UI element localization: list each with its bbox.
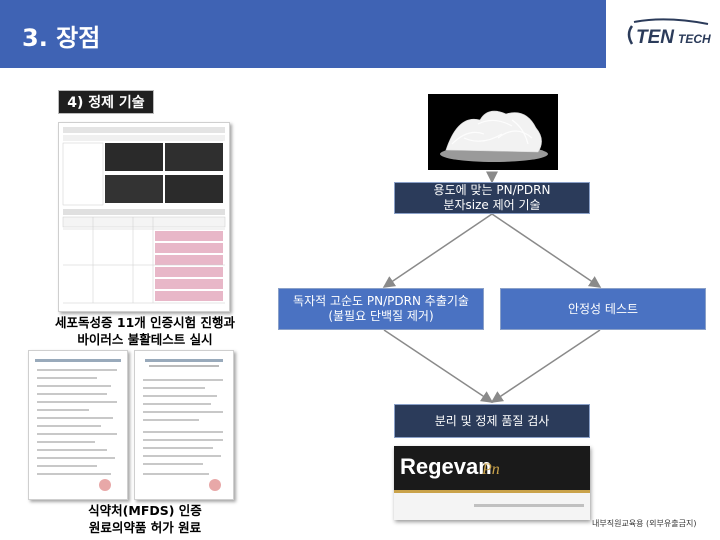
product-image: Regevan Pn bbox=[394, 446, 590, 520]
page-title: 3. 장점 bbox=[22, 24, 101, 52]
caption-line: 식약처(MFDS) 인증 bbox=[88, 503, 202, 518]
mfds-caption: 식약처(MFDS) 인증 원료의약품 허가 원료 bbox=[40, 502, 250, 536]
cytotoxicity-test-document-image bbox=[58, 122, 230, 312]
svg-text:TECH: TECH bbox=[678, 32, 711, 46]
cytotoxicity-caption: 세포독성증 11개 인증시험 진행과 바이러스 불활테스트 실시 bbox=[40, 314, 250, 348]
section-badge: 4) 정제 기술 bbox=[58, 90, 154, 114]
flow-text: 용도에 맞는 PN/PDRN bbox=[433, 183, 551, 197]
caption-line: 바이러스 불활테스트 실시 bbox=[77, 332, 213, 347]
flow-text: 분리 및 정제 품질 검사 bbox=[434, 413, 550, 428]
flow-text: (불필요 단백질 제거) bbox=[328, 309, 434, 323]
product-brand: Regevan bbox=[400, 454, 492, 479]
flow-text: 분자size 제어 기술 bbox=[443, 198, 541, 212]
flow-qc: 분리 및 정제 품질 검사 bbox=[394, 404, 590, 438]
flow-text: 독자적 고순도 PN/PDRN 추출기술 bbox=[293, 294, 469, 308]
tentech-logo: TEN TECH bbox=[627, 18, 711, 48]
flow-text: 안정성 테스트 bbox=[567, 301, 639, 316]
mfds-certificate-image bbox=[28, 350, 128, 500]
footer-note: 내부직원교육용 (외부유출금지) bbox=[592, 519, 697, 528]
header-bar: 3. 장점 bbox=[0, 0, 606, 68]
flow-size-control: 용도에 맞는 PN/PDRN 분자size 제어 기술 bbox=[394, 182, 590, 214]
gmp-certificate-image bbox=[134, 350, 234, 500]
flow-stability: 안정성 테스트 bbox=[500, 288, 706, 330]
caption-line: 세포독성증 11개 인증시험 진행과 bbox=[55, 315, 235, 330]
product-script-suffix: Pn bbox=[481, 461, 500, 478]
header: 3. 장점 TEN TECH bbox=[0, 0, 720, 68]
raw-material-photo bbox=[428, 94, 558, 170]
svg-text:TEN: TEN bbox=[636, 27, 675, 48]
flow-extraction: 독자적 고순도 PN/PDRN 추출기술 (불필요 단백질 제거) bbox=[278, 288, 484, 330]
caption-line: 원료의약품 허가 원료 bbox=[88, 520, 202, 535]
